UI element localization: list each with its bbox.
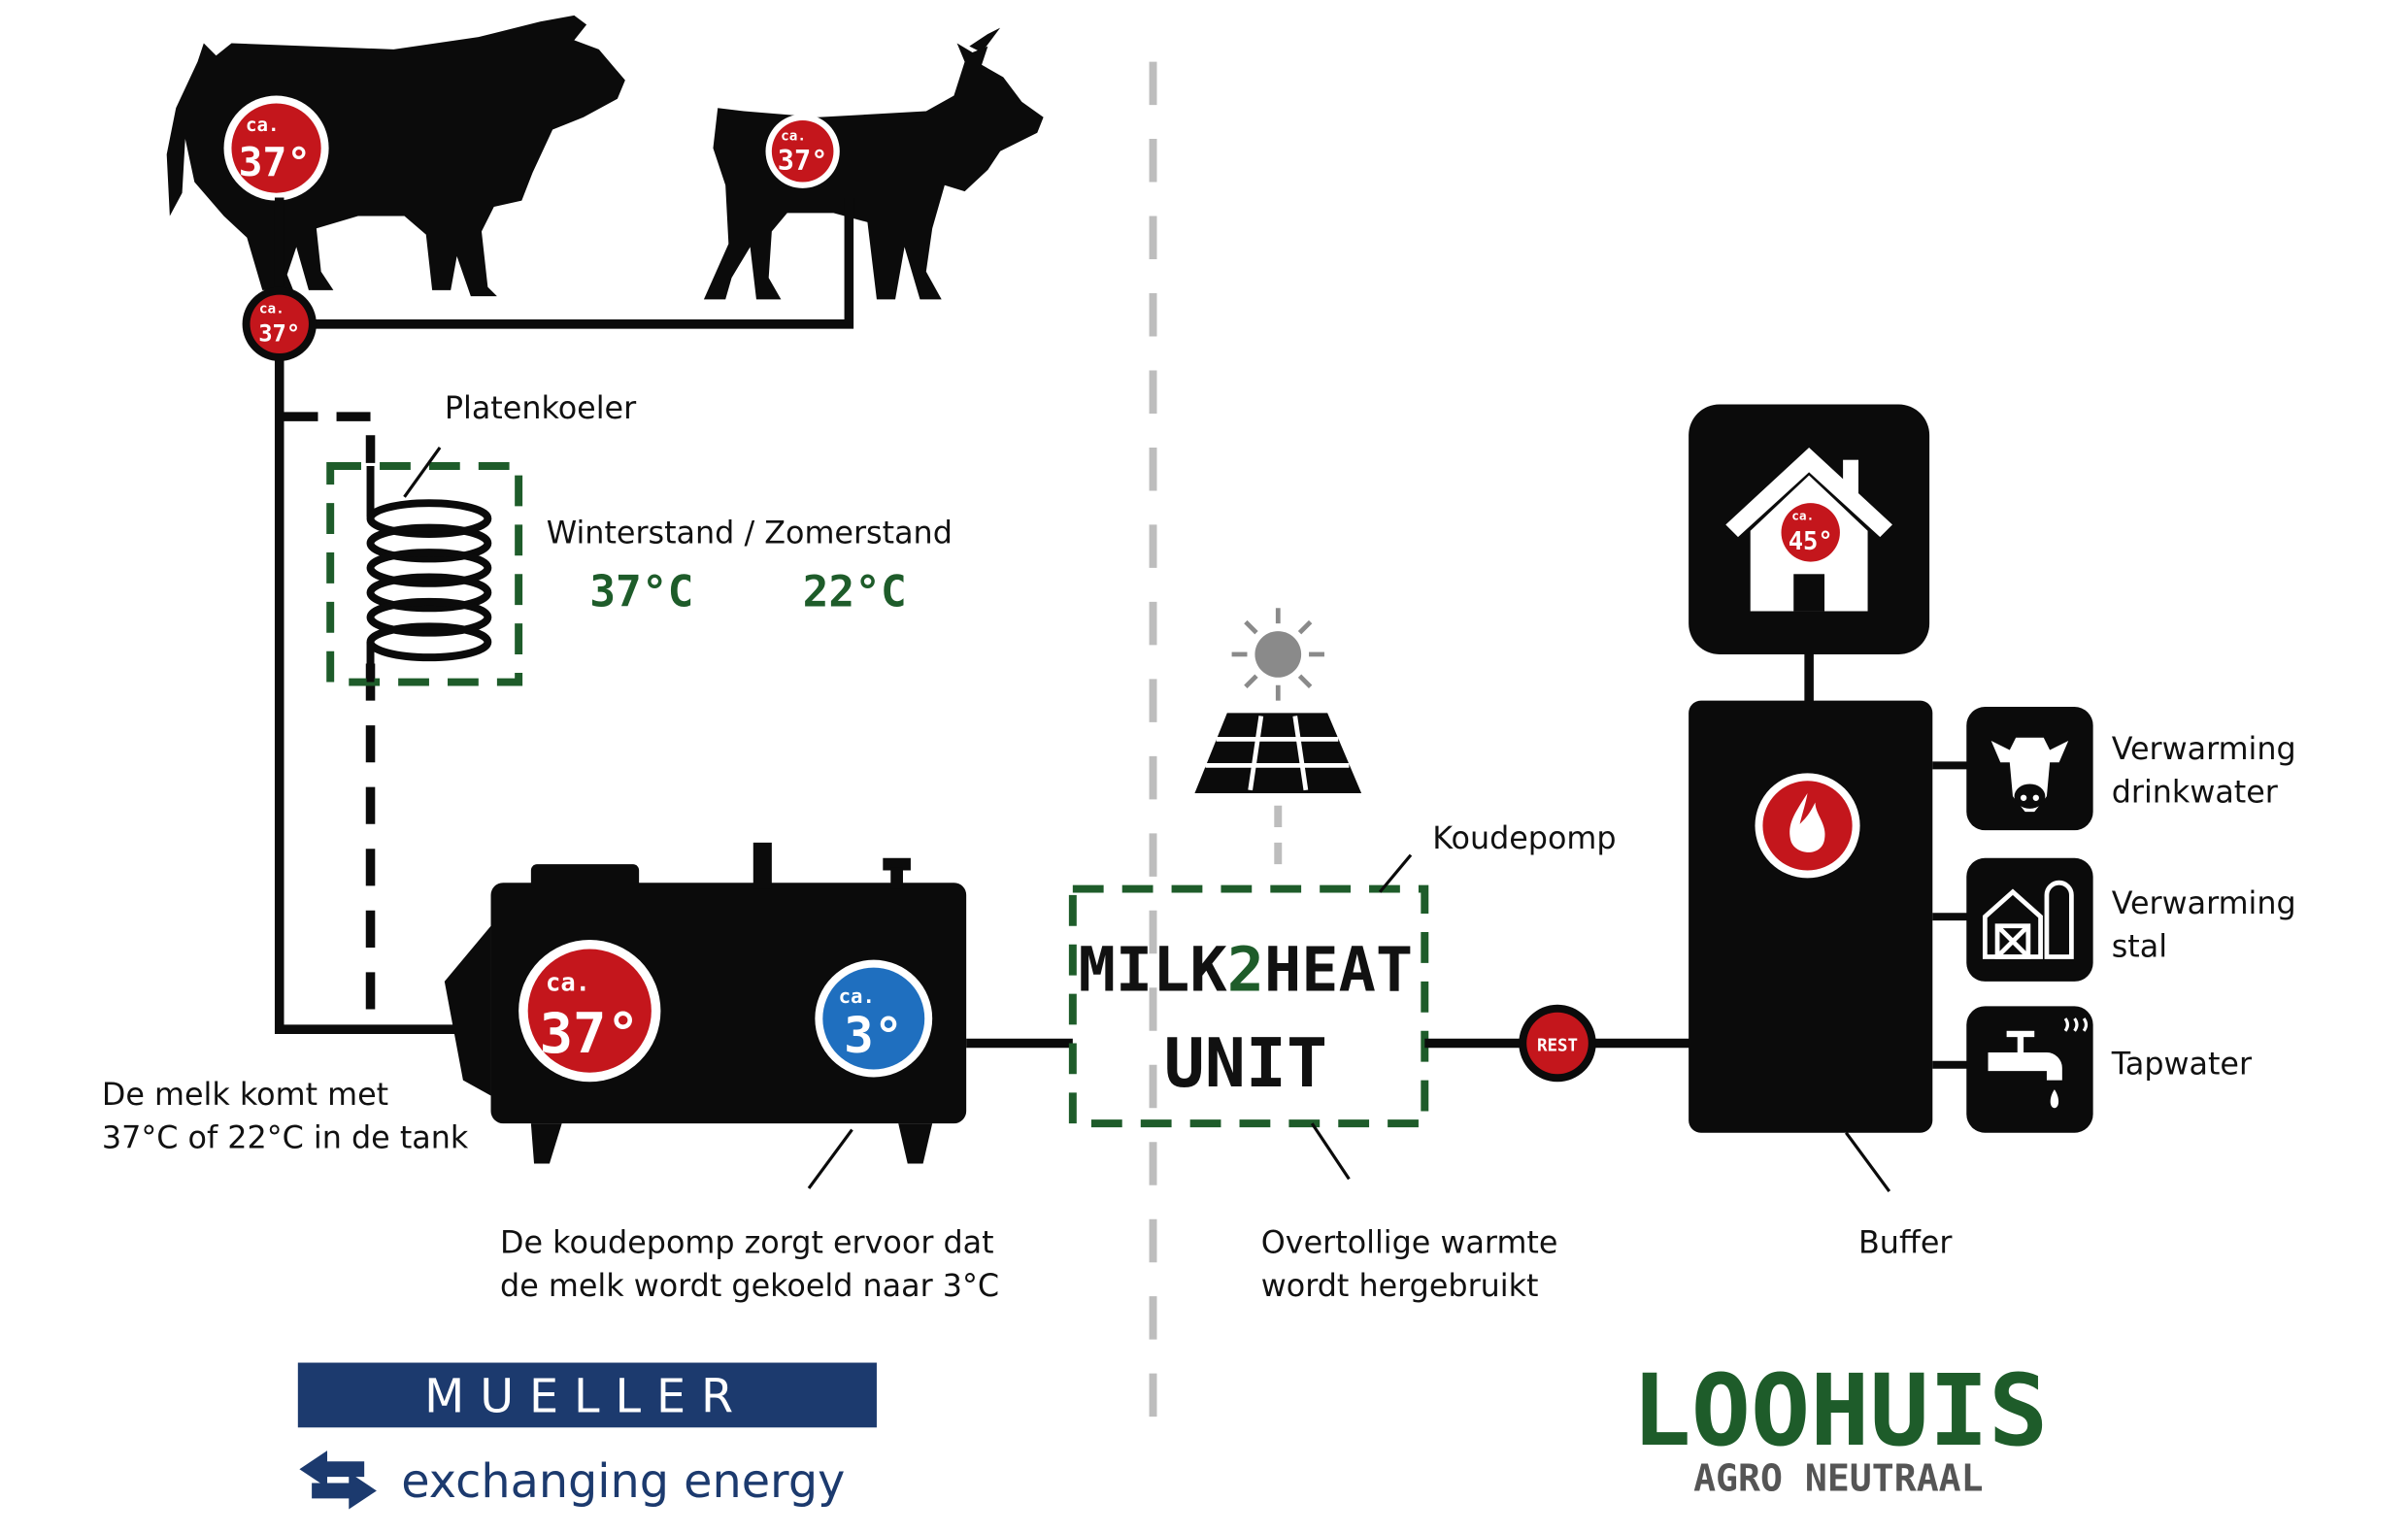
svg-text:ca.: ca. (259, 302, 284, 317)
svg-text:37°: 37° (778, 144, 828, 177)
house-temp-badge: ca. 45° (1781, 503, 1840, 562)
svg-text:ca.: ca. (781, 129, 806, 145)
svg-text:37°: 37° (258, 319, 300, 347)
koudepomp-label: Koudepomp (1432, 820, 1616, 856)
mueller-tagline: exchanging energy (401, 1455, 845, 1509)
svg-text:37°: 37° (239, 139, 312, 185)
summer-temp: 22°C (803, 568, 907, 617)
milk2heat-unit-frame (1068, 884, 1429, 1128)
plate-cooler-frame (326, 462, 523, 686)
koudepomp-leader (1378, 853, 1413, 893)
winter-temp: 37°C (589, 568, 693, 617)
buffer-branches (1932, 761, 1970, 1069)
buffer-leader (1845, 1131, 1891, 1193)
svg-text:ca.: ca. (839, 984, 875, 1008)
rest-heat-badge: REST (1519, 1004, 1596, 1083)
plate-cooler-coil-icon (366, 466, 492, 683)
platenkoeler-label: Platenkoeler (445, 390, 637, 426)
tank-cold-temp-badge: ca. 3° (815, 959, 933, 1078)
heat-label-line1: Overtollige warmte (1261, 1225, 1558, 1261)
drinkwater-label-line1: Verwarming (2112, 731, 2296, 767)
loohuis-tagline: AGRO NEUTRAAL (1693, 1456, 1984, 1499)
heat-leader (1310, 1122, 1351, 1181)
unit-title: MILK2HEAT (1079, 933, 1414, 1005)
sun-icon (1231, 608, 1324, 701)
tapwater-label: Tapwater (2111, 1046, 2253, 1082)
tank-warm-temp-badge: ca. 37° (518, 940, 661, 1083)
loohuis-logo: LOOHUIS (1632, 1353, 2049, 1468)
mueller-arrows-icon (299, 1451, 377, 1510)
platenkoeler-leader (403, 447, 442, 498)
svg-text:3°: 3° (844, 1007, 903, 1064)
buffer-label: Buffer (1858, 1225, 1953, 1261)
buffer-tank (1689, 700, 1933, 1133)
mueller-logo-bar (297, 1362, 877, 1428)
house-icon (1725, 447, 1892, 612)
cooling-label-line1: De koudepomp zorgt ervoor dat (500, 1225, 994, 1261)
milk-in-label-line1: De melk komt met (102, 1077, 388, 1113)
goat-icon (703, 27, 1044, 300)
junction-temp-badge: ca. 37° (242, 286, 317, 361)
milk-in-label-line2: 37°C of 22°C in de tank (102, 1120, 469, 1156)
cooling-label-line2: de melk wordt gekoeld naar 3°C (500, 1268, 999, 1304)
goat-temp-badge: ca. 37° (765, 114, 840, 188)
svg-text:ca.: ca. (1791, 509, 1814, 523)
drinkwater-label-line2: drinkwater (2112, 775, 2279, 811)
svg-text:ca.: ca. (246, 115, 279, 136)
cooling-leader (807, 1128, 853, 1189)
cow-temp-badge: ca. 37° (223, 95, 329, 201)
tap-icon (1988, 1017, 2089, 1109)
heat-label-line2: wordt hergebruikt (1261, 1268, 1539, 1304)
svg-text:45°: 45° (1789, 526, 1833, 555)
svg-text:REST: REST (1537, 1036, 1578, 1055)
cow-face-icon (1990, 737, 2069, 813)
barn-icon (1982, 880, 2074, 959)
solar-panel-icon (1194, 713, 1362, 794)
stal-label-line1: Verwarming (2112, 885, 2296, 921)
winter-summer-label: Winterstand / Zomerstand (547, 516, 953, 551)
plate-cooler-bypass (284, 412, 376, 1019)
svg-text:37°: 37° (540, 1002, 640, 1066)
milk-pipes (274, 197, 854, 1034)
flame-icon (1755, 773, 1860, 879)
stal-label-line2: stal (2112, 928, 2167, 964)
mueller-logo: MUELLER (424, 1370, 749, 1423)
svg-text:ca.: ca. (546, 967, 590, 996)
unit-subtitle: UNIT (1164, 1024, 1327, 1103)
